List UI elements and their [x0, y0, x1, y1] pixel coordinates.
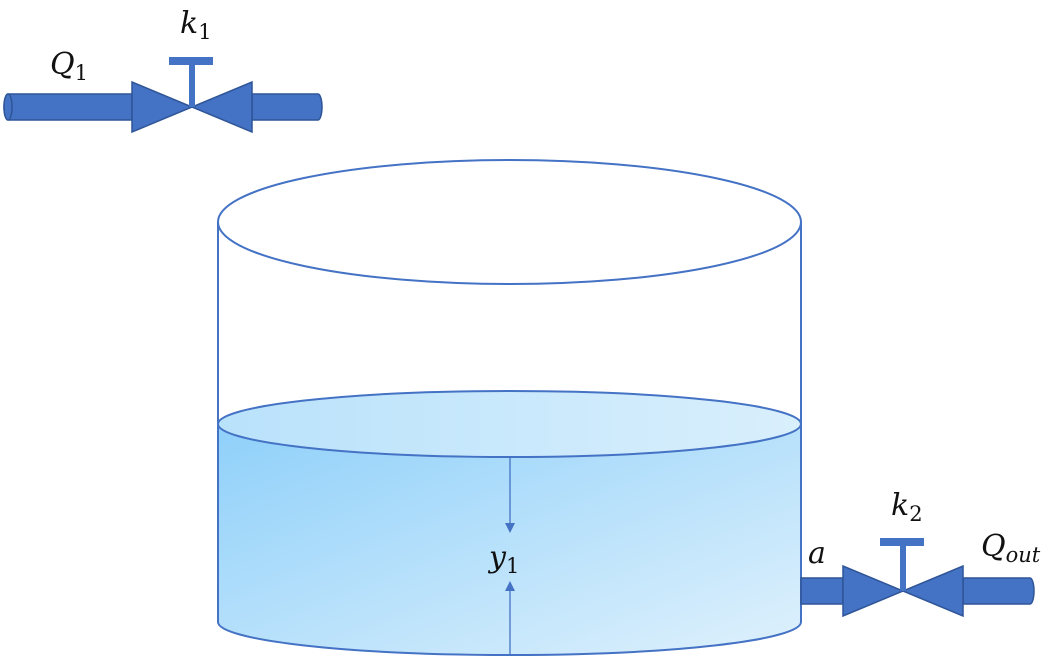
level-arrowhead-down [505, 523, 515, 533]
level-arrowhead-up [505, 581, 515, 591]
outlet-valve-left-triangle [842, 564, 905, 618]
inlet-assembly [3, 57, 323, 134]
level-indicator [505, 457, 515, 655]
inlet-valve-left-triangle [131, 80, 194, 134]
outlet-valve-right-triangle [901, 564, 964, 618]
outlet-valve-label: k2 [891, 488, 923, 526]
outlet-valve-stem [900, 545, 906, 591]
water-body [217, 423, 802, 656]
inlet-pipe-left [3, 93, 133, 121]
outlet-assembly [800, 538, 1035, 618]
inlet-valve-right-triangle [190, 80, 253, 134]
outlet-flow-label: Qout [981, 529, 1041, 567]
tank-top-rim [217, 159, 802, 285]
outlet-pipe-left [800, 577, 844, 605]
outlet-valve-handle [880, 538, 924, 546]
outlet-area-label: a [808, 536, 826, 571]
water-surface [217, 390, 802, 458]
level-label: y1 [487, 540, 519, 578]
outlet-pipe-right [962, 577, 1035, 605]
tank [217, 159, 802, 656]
inlet-pipe-right [251, 93, 323, 121]
inlet-valve-handle [169, 57, 213, 65]
inlet-valve-label: k1 [180, 6, 212, 44]
inlet-valve-stem [189, 64, 195, 107]
inlet-pipe-end [3, 93, 13, 121]
inlet-flow-label: Q1 [50, 47, 88, 85]
